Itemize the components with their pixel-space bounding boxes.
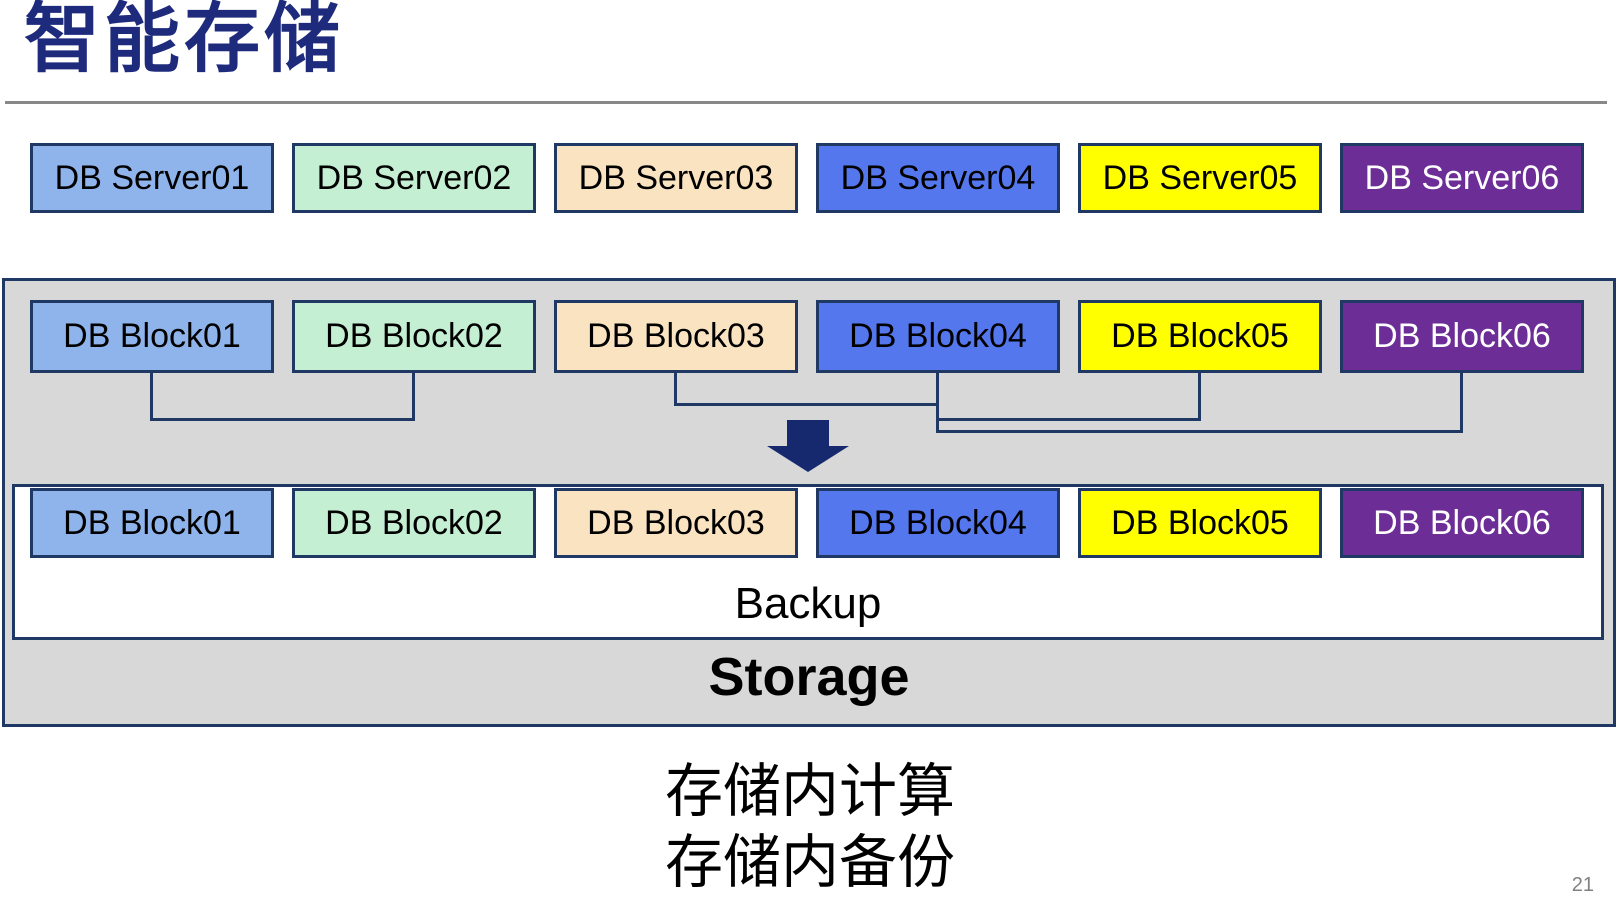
db-block05-top-box: DB Block05 — [1078, 300, 1322, 373]
title-divider — [5, 101, 1607, 104]
db-block05-bottom-box: DB Block05 — [1078, 488, 1322, 558]
caption-line-1: 存储内计算 — [664, 759, 955, 824]
connector-block03-vertical — [674, 373, 677, 406]
caption-block: 存储内计算 存储内备份 — [0, 756, 1620, 898]
connector-block04-06-horizontal — [936, 430, 1463, 433]
connector-block02-vertical — [412, 373, 415, 421]
db-block02-bottom-box: DB Block02 — [292, 488, 536, 558]
db-block04-top-box: DB Block04 — [816, 300, 1060, 373]
down-arrow-shaft — [787, 420, 829, 447]
db-block01-top-box: DB Block01 — [30, 300, 274, 373]
db-server03-box: DB Server03 — [554, 143, 798, 213]
connector-block06-vertical — [1460, 373, 1463, 433]
db-block02-top-box: DB Block02 — [292, 300, 536, 373]
db-block03-bottom-box: DB Block03 — [554, 488, 798, 558]
connector-block03-04-horizontal — [674, 403, 939, 406]
page-title: 智能存储 — [24, 0, 344, 82]
connector-block05-vertical — [1198, 373, 1201, 421]
db-server06-box: DB Server06 — [1340, 143, 1584, 213]
db-block03-top-box: DB Block03 — [554, 300, 798, 373]
page-number: 21 — [1571, 874, 1594, 896]
down-arrow-head — [767, 446, 849, 472]
backup-container-box — [12, 484, 1604, 640]
backup-label: Backup — [734, 579, 882, 628]
storage-label: Storage — [708, 647, 910, 707]
db-server04-box: DB Server04 — [816, 143, 1060, 213]
db-server05-box: DB Server05 — [1078, 143, 1322, 213]
connector-block01-vertical — [150, 373, 153, 421]
db-block06-bottom-box: DB Block06 — [1340, 488, 1584, 558]
db-block06-top-box: DB Block06 — [1340, 300, 1584, 373]
db-server02-box: DB Server02 — [292, 143, 536, 213]
db-block01-bottom-box: DB Block01 — [30, 488, 274, 558]
db-server01-box: DB Server01 — [30, 143, 274, 213]
db-block04-bottom-box: DB Block04 — [816, 488, 1060, 558]
connector-block04-vertical — [936, 373, 939, 433]
connector-block04-05-horizontal — [936, 418, 1201, 421]
connector-block01-02-horizontal — [150, 418, 415, 421]
caption-line-2: 存储内备份 — [664, 830, 955, 895]
